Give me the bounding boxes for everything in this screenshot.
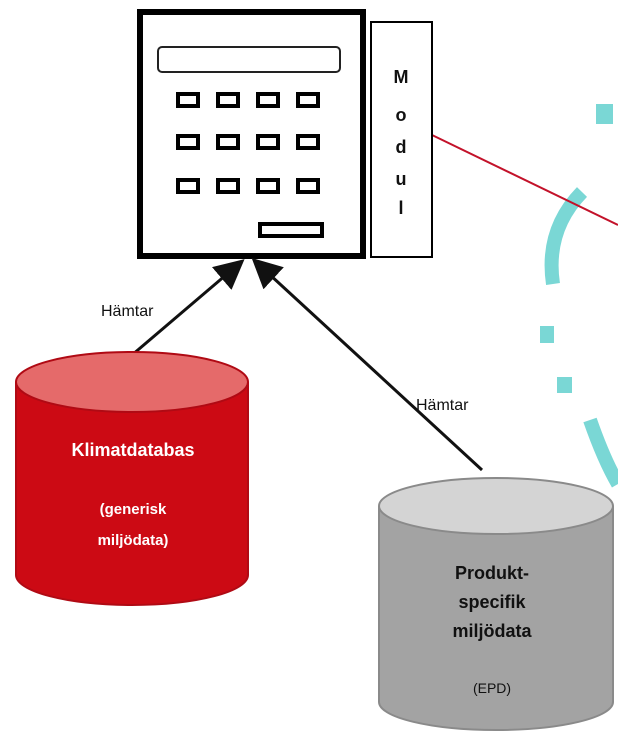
calculator-key bbox=[216, 134, 240, 150]
calculator-key bbox=[256, 178, 280, 194]
calculator-key bbox=[176, 178, 200, 194]
product-db-top bbox=[378, 477, 614, 535]
calculator-key bbox=[296, 92, 320, 108]
module-letter-2: o bbox=[396, 105, 407, 125]
calculator-key bbox=[296, 178, 320, 194]
product-db-subtitle: (EPD) bbox=[473, 680, 511, 696]
calculator-key bbox=[176, 134, 200, 150]
calculator-keypad bbox=[176, 92, 324, 238]
calculator-key bbox=[176, 92, 200, 108]
right-fetch-arrow bbox=[251, 257, 484, 472]
left-fetch-label: Hämtar bbox=[101, 303, 154, 320]
product-db-body bbox=[378, 506, 614, 731]
calculator-key bbox=[256, 92, 280, 108]
climate-db-subtitle-line2: miljödata) bbox=[98, 532, 169, 549]
calculator-key bbox=[296, 134, 320, 150]
product-db-title-line3: miljödata bbox=[452, 621, 532, 641]
calculator-key bbox=[256, 134, 280, 150]
dashed-circle-decoration bbox=[540, 104, 618, 488]
ring-dash-4 bbox=[557, 377, 572, 393]
module-box bbox=[370, 21, 433, 258]
arrows: Hämtar Hämtar bbox=[101, 257, 484, 472]
product-db-title-line2: specifik bbox=[458, 592, 526, 612]
product-db-title-line1: Produkt- bbox=[455, 563, 529, 583]
climate-db-title: Klimatdatabas bbox=[71, 440, 194, 460]
module-letter-1: M bbox=[394, 67, 409, 87]
calculator-display bbox=[157, 46, 341, 73]
ring-dash-5 bbox=[583, 417, 618, 488]
climate-database-cylinder: Klimatdatabas (generisk miljödata) bbox=[15, 351, 249, 606]
module-link-line bbox=[431, 134, 618, 226]
product-database-cylinder: Produkt- specifik miljödata (EPD) bbox=[378, 477, 614, 731]
module-letter-5: l bbox=[398, 198, 403, 218]
module-panel: M o d u l bbox=[370, 21, 433, 258]
right-fetch-label: Hämtar bbox=[416, 397, 469, 414]
climate-db-body bbox=[15, 382, 249, 606]
climate-db-subtitle-line1: (generisk bbox=[100, 501, 167, 518]
calculator-device bbox=[137, 9, 366, 259]
module-letter-4: u bbox=[396, 169, 407, 189]
climate-db-top bbox=[15, 351, 249, 413]
calculator-key bbox=[216, 92, 240, 108]
ring-dash-2 bbox=[544, 187, 588, 286]
ring-dash-3 bbox=[540, 326, 554, 343]
calculator-key bbox=[216, 178, 240, 194]
calculator-wide-key bbox=[258, 222, 324, 238]
ring-dash-1 bbox=[596, 104, 613, 124]
left-fetch-arrow bbox=[131, 259, 245, 357]
module-letter-3: d bbox=[396, 137, 407, 157]
